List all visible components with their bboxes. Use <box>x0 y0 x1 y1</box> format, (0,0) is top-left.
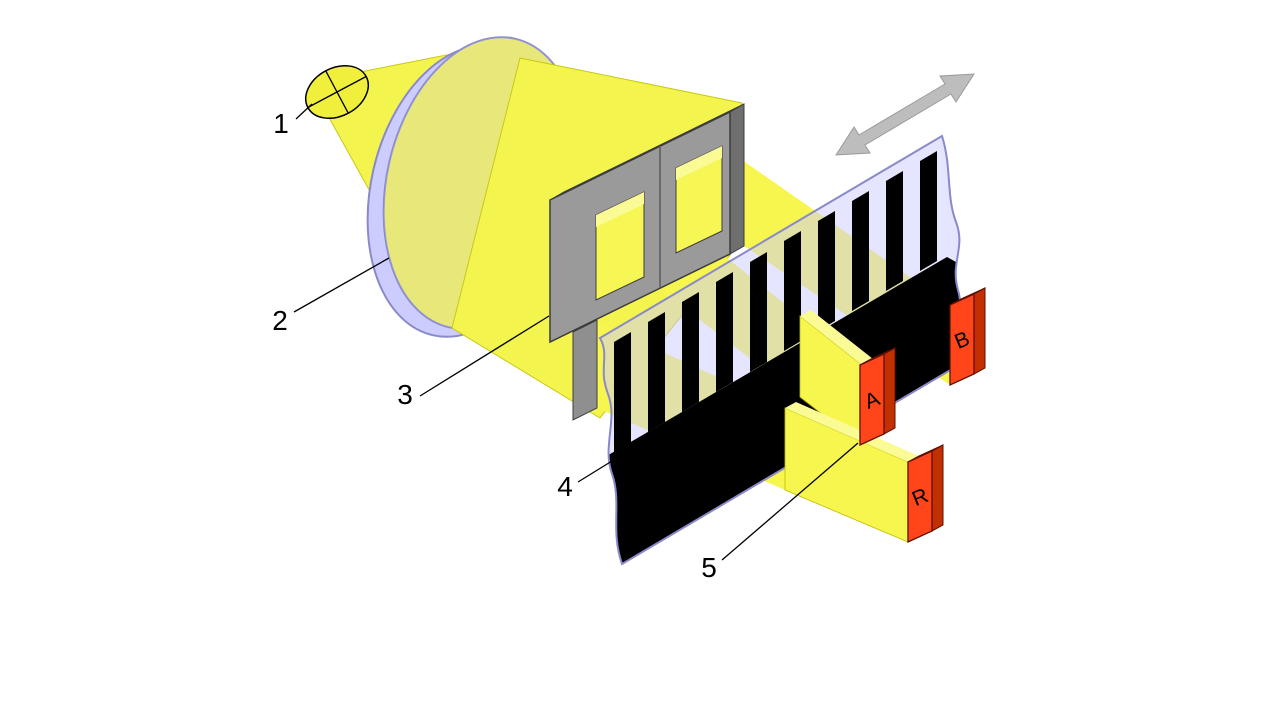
part-label-lens: 2 <box>272 305 288 336</box>
lamp-cross-vertical <box>325 70 349 114</box>
photodetector-b: B <box>949 287 986 387</box>
part-label-lamp: 1 <box>273 108 289 139</box>
photodetector-b-front-face <box>949 292 975 387</box>
scale-stripe <box>682 292 699 412</box>
leader-line-4 <box>577 460 613 483</box>
scale-stripe <box>818 211 835 331</box>
beam-r-top-face <box>785 402 919 462</box>
scale-stripe <box>716 272 733 392</box>
photodetector-a: A <box>859 347 896 447</box>
part-label-scale: 4 <box>557 471 573 502</box>
aperture-mask <box>549 103 745 421</box>
mask-side-face <box>729 103 745 255</box>
scale-stripe <box>614 332 631 452</box>
part-label-mask: 3 <box>397 379 413 410</box>
scale-stripe <box>852 191 869 311</box>
lamp-icon <box>305 64 369 120</box>
photodetector-a-front-face <box>859 352 885 447</box>
part-label-detector: 5 <box>701 552 717 583</box>
leader-line-2 <box>293 257 390 313</box>
photodetector-r: R <box>907 444 944 544</box>
mask-window-a-beam-top-face <box>596 192 644 227</box>
scale-stripe <box>886 171 903 291</box>
motion-arrow <box>835 73 975 156</box>
mask-lower-edge <box>572 319 598 421</box>
scale-stripe <box>648 312 665 432</box>
leader-line-3 <box>419 315 550 397</box>
mask-window-b-beam-top-face <box>676 146 722 180</box>
photodetector-r-side-face <box>931 444 944 532</box>
photodetector-a-side-face <box>883 347 896 435</box>
beam-a-top-face <box>800 310 873 365</box>
scale-stripe <box>920 151 937 271</box>
leader-line-5 <box>721 442 859 561</box>
photodetector-b-side-face <box>973 287 986 375</box>
scale-stripe <box>784 231 801 351</box>
photodetector-r-front-face <box>907 449 933 544</box>
leader-line-1 <box>295 103 313 120</box>
scale-stripe <box>750 252 767 372</box>
